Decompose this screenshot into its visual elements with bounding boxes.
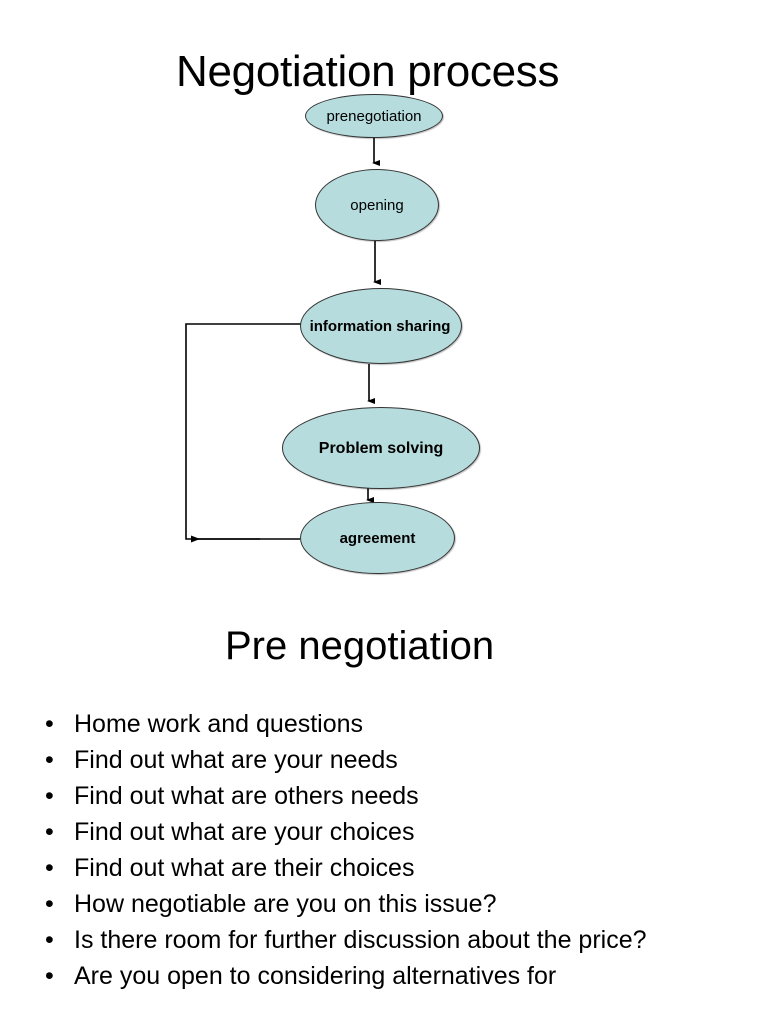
list-item-label: Are you open to considering alternatives… xyxy=(74,962,557,990)
bullet-icon: • xyxy=(45,854,54,882)
bullet-icon: • xyxy=(45,962,54,990)
bullet-icon: • xyxy=(45,782,54,810)
list-item: • Are you open to considering alternativ… xyxy=(41,958,731,994)
flow-node-problem-solving[interactable]: Problem solving xyxy=(282,407,480,489)
flow-node-label: prenegotiation xyxy=(326,107,422,125)
list-item-label: Find out what are others needs xyxy=(74,782,419,810)
page-title: Negotiation process xyxy=(176,47,560,96)
flow-node-label: agreement xyxy=(339,529,416,547)
bullet-list: • Home work and questions • Find out wha… xyxy=(41,706,731,994)
list-item-label: Home work and questions xyxy=(74,710,364,738)
list-item-label: Find out what are your choices xyxy=(74,818,415,846)
flowchart-connectors xyxy=(185,138,381,543)
flow-node-label: Problem solving xyxy=(318,439,444,457)
flow-node-opening[interactable]: opening xyxy=(315,169,439,241)
flow-node-agreement[interactable]: agreement xyxy=(300,502,455,574)
flow-node-label: information sharing xyxy=(309,317,451,335)
bullet-icon: • xyxy=(45,926,54,954)
list-item: • Find out what are their choices xyxy=(41,850,731,886)
bullet-icon: • xyxy=(45,746,54,774)
list-item-label: How negotiable are you on this issue? xyxy=(74,890,497,918)
list-item: • Find out what are others needs xyxy=(41,778,731,814)
list-item: • Find out what are your choices xyxy=(41,814,731,850)
flow-node-prenegotiation[interactable]: prenegotiation xyxy=(305,94,443,138)
list-item-label: Find out what are their choices xyxy=(74,854,415,882)
flow-node-label: opening xyxy=(350,196,404,214)
bullet-icon: • xyxy=(45,890,54,918)
list-item: • Is there room for further discussion a… xyxy=(41,922,731,958)
bullet-icon: • xyxy=(45,818,54,846)
list-item: • Home work and questions xyxy=(41,706,731,742)
slide-negotiation-process: Negotiation process prenegotiation openi… xyxy=(176,47,560,574)
bullet-icon: • xyxy=(45,710,54,738)
list-item-label: Find out what are your needs xyxy=(74,746,398,774)
slide-pre-negotiation: Pre negotiation • Home work and question… xyxy=(0,600,768,1024)
list-item-label: Is there room for further discussion abo… xyxy=(74,926,647,954)
list-item: • How negotiable are you on this issue? xyxy=(41,886,731,922)
list-item: • Find out what are your needs xyxy=(41,742,731,778)
flow-node-information-sharing[interactable]: information sharing xyxy=(300,288,462,364)
section-heading: Pre negotiation xyxy=(225,624,495,668)
